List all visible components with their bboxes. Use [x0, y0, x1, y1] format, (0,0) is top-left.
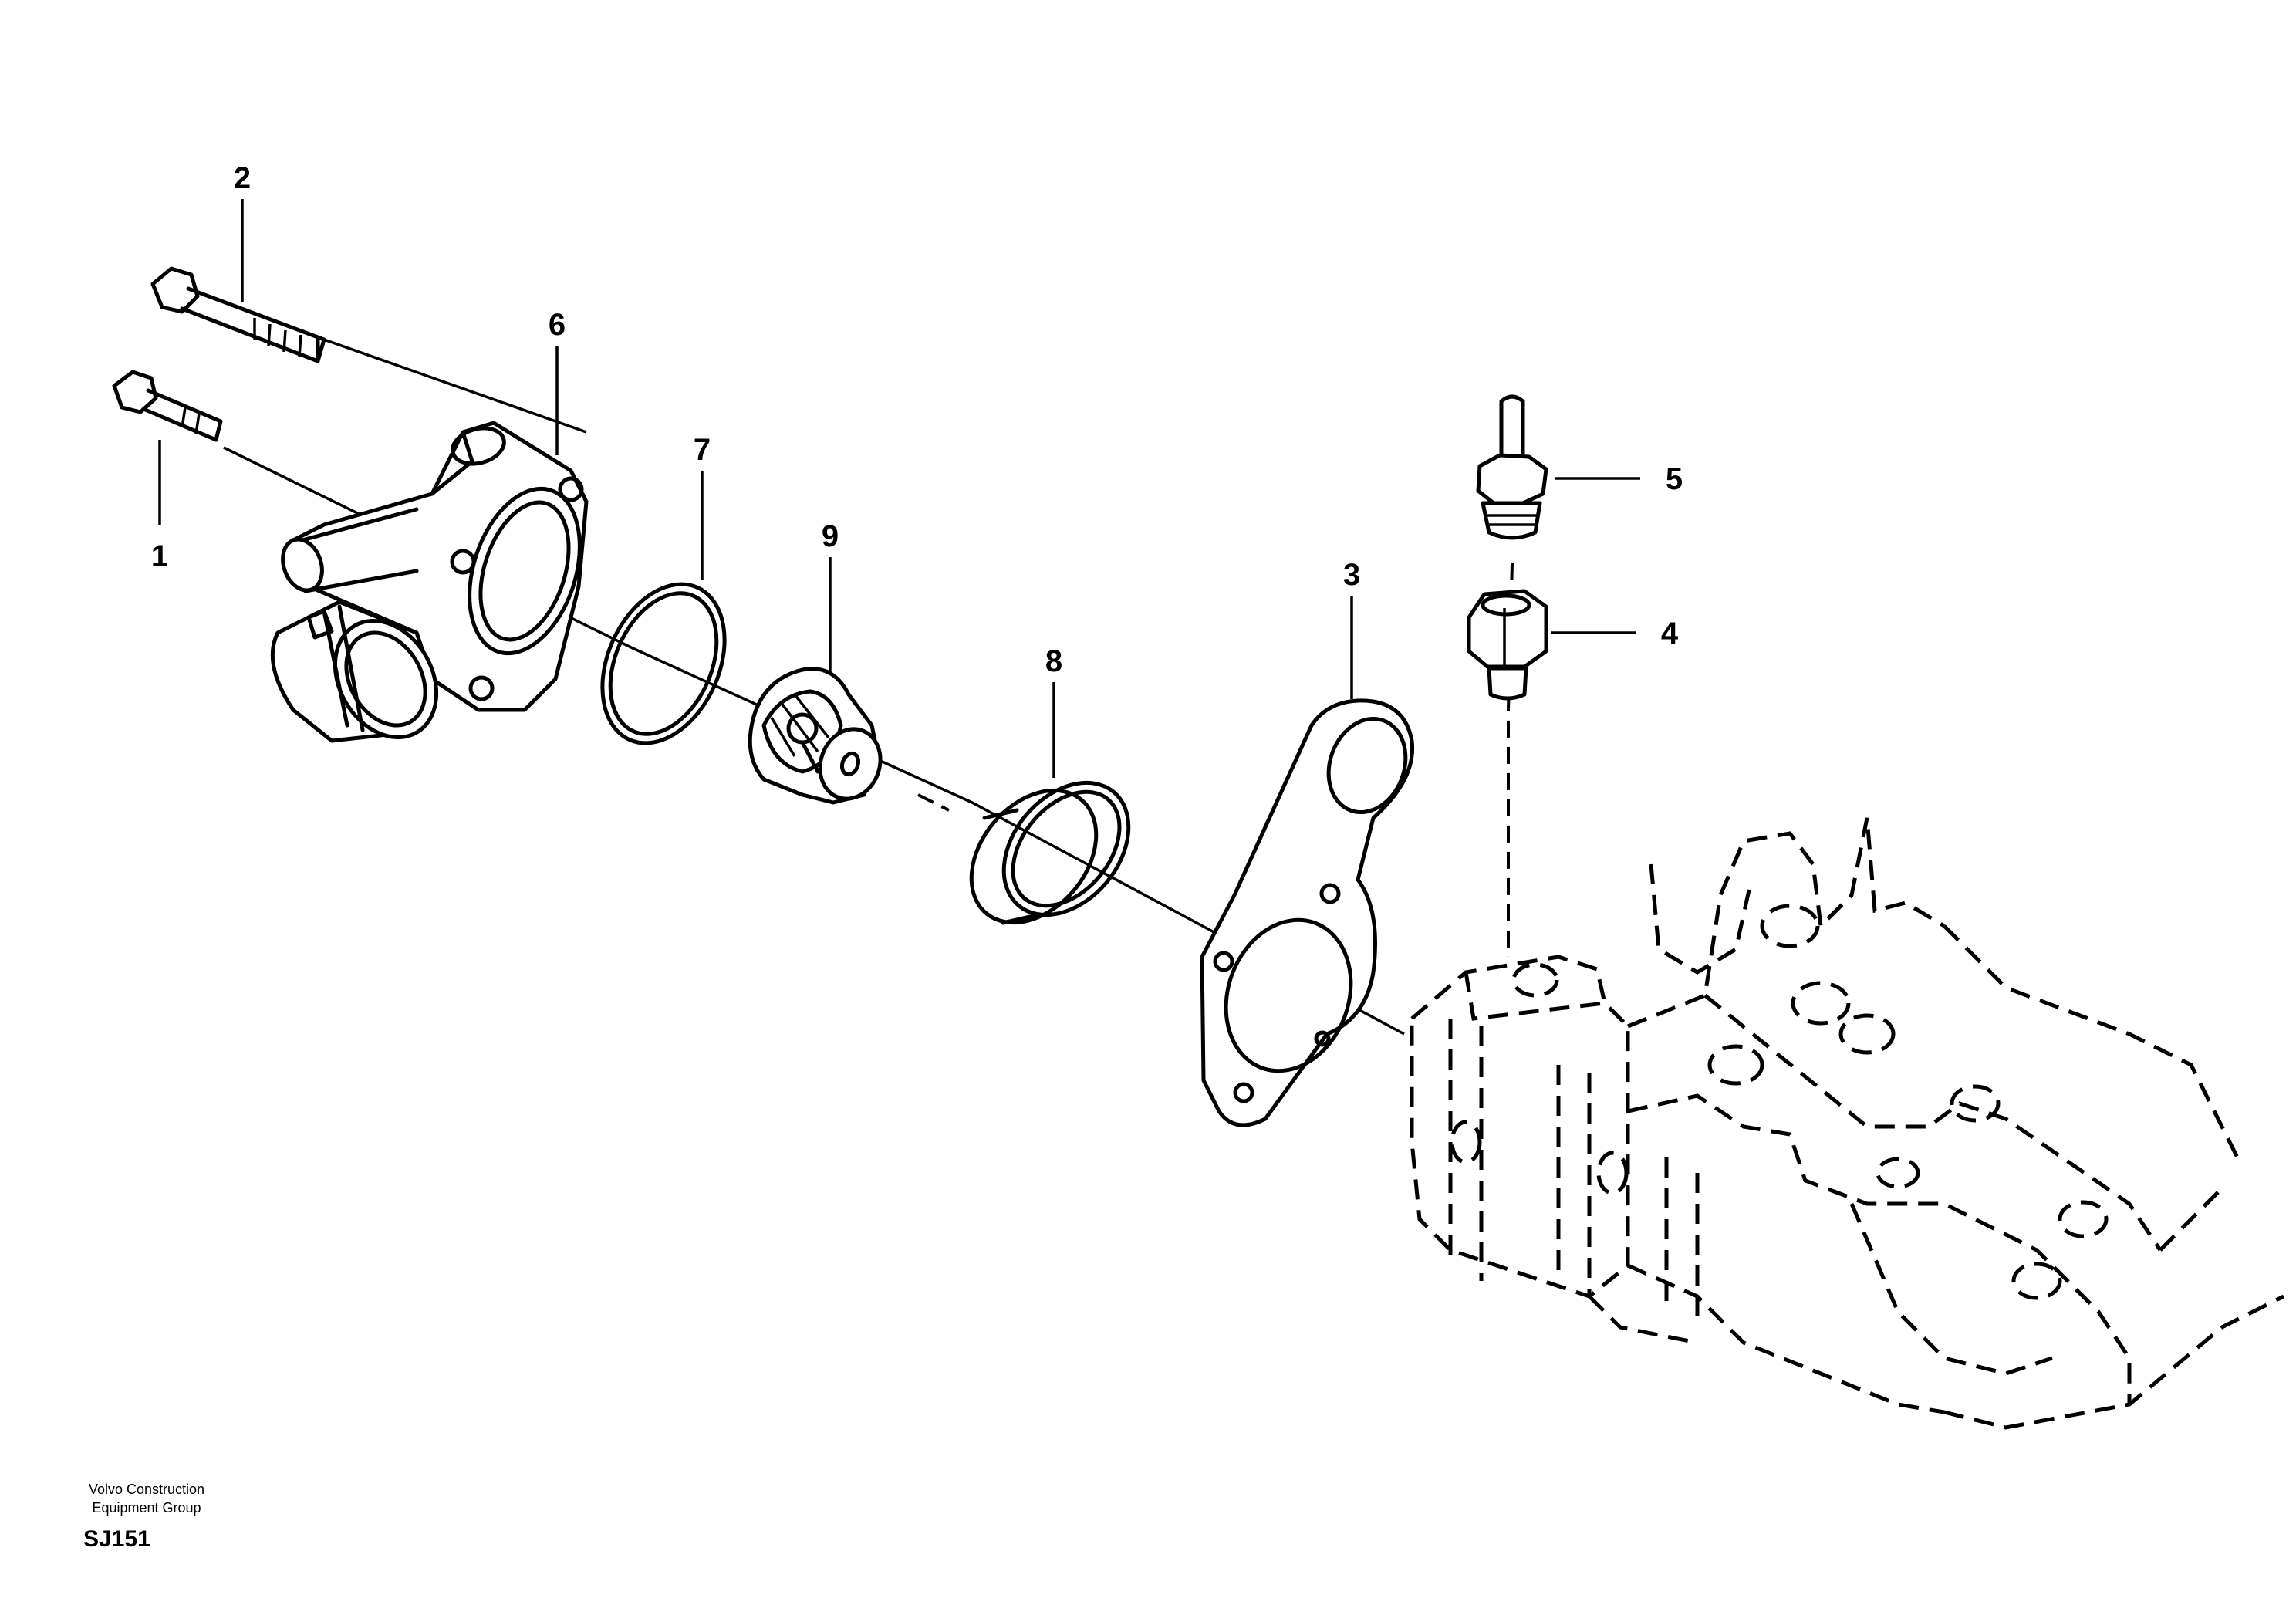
part-5-sensor [1476, 394, 1548, 540]
part-2-long-bolt [150, 266, 326, 363]
callout-5: 5 [1666, 462, 1683, 496]
engine-block-phantom [1410, 817, 2285, 1430]
callout-2: 2 [234, 161, 251, 195]
part-4-adapter [1467, 589, 1548, 701]
org-name-line-1: Volvo Construction [88, 1482, 205, 1497]
callout-4: 4 [1661, 617, 1679, 650]
diagram-code: SJ151 [83, 1526, 150, 1552]
org-name-line-2: Equipment Group [92, 1500, 201, 1516]
callout-3: 3 [1343, 558, 1360, 592]
part-6-thermostat-housing [270, 421, 589, 743]
part-9-thermostat [748, 667, 883, 805]
part-1-short-bolt [112, 370, 223, 442]
callout-7: 7 [694, 433, 711, 467]
callout-1: 1 [151, 539, 168, 573]
callout-labels: 2 1 6 7 9 8 3 5 4 [151, 161, 1683, 678]
callout-6: 6 [549, 308, 566, 342]
part-7-o-ring [600, 582, 727, 745]
leader-lines [158, 199, 1640, 778]
part-3-gasket [1200, 698, 1415, 1127]
part-8-sleeve [969, 780, 1131, 925]
callout-9: 9 [822, 519, 839, 553]
footer-block: Volvo Construction Equipment Group SJ151 [31, 1480, 262, 1553]
callout-8: 8 [1045, 644, 1062, 678]
